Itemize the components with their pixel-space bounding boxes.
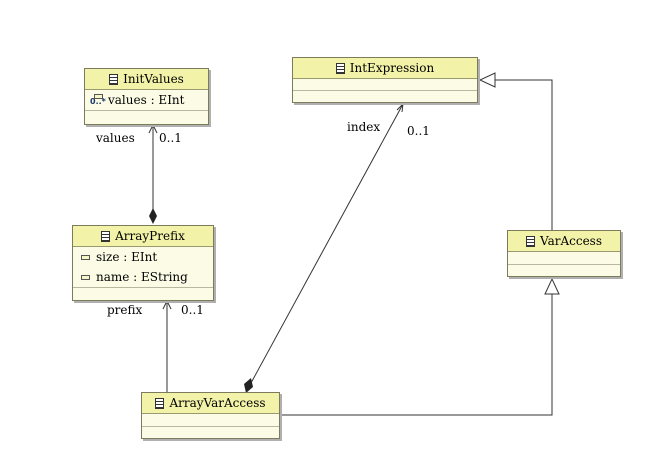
class-name: IntExpression xyxy=(349,61,435,75)
class-name: ArrayPrefix xyxy=(115,229,185,243)
attributes-section xyxy=(142,414,279,427)
class-intexpression[interactable]: IntExpression xyxy=(292,57,478,103)
attribute-label: size : EInt xyxy=(96,250,158,264)
operations-section xyxy=(508,265,620,277)
class-header: ArrayPrefix xyxy=(73,226,213,247)
class-header: InitValues xyxy=(85,69,208,90)
class-initvalues[interactable]: InitValues 0..* values : EInt xyxy=(84,68,209,125)
class-icon xyxy=(101,230,111,242)
arrayvaraccess-generalization-edge[interactable] xyxy=(280,277,560,416)
arrow-head-icon xyxy=(162,299,172,310)
prefix-multiplicity-label: 0..1 xyxy=(181,303,204,317)
values-role-label: values xyxy=(96,131,135,145)
varaccess-generalization-edge[interactable] xyxy=(478,72,553,230)
class-icon xyxy=(526,235,535,247)
class-name: VarAccess xyxy=(540,234,602,248)
attributes-section: 0..* values : EInt xyxy=(85,90,208,111)
class-header: IntExpression xyxy=(293,58,477,79)
composition-diamond-icon xyxy=(244,378,253,393)
attribute-label: name : EString xyxy=(96,270,188,284)
attribute-label: values : EInt xyxy=(108,93,185,107)
attribute-icon xyxy=(81,254,90,260)
inheritance-triangle-icon xyxy=(478,72,496,88)
class-icon xyxy=(335,62,345,74)
values-multiplicity-label: 0..1 xyxy=(159,131,182,145)
many-attribute-icon: 0..* xyxy=(90,94,106,106)
attribute-row[interactable]: name : EString xyxy=(73,267,213,287)
attributes-section: size : EInt name : EString xyxy=(73,247,213,288)
prefix-role-label: prefix xyxy=(107,303,143,317)
class-arrayvaraccess[interactable]: ArrayVarAccess xyxy=(141,392,280,439)
class-icon xyxy=(155,397,165,409)
index-reference-edge[interactable] xyxy=(244,102,404,393)
operations-section xyxy=(85,111,208,121)
class-icon xyxy=(109,73,119,85)
attributes-section xyxy=(508,252,620,265)
attribute-icon xyxy=(81,274,90,280)
class-name: InitValues xyxy=(123,72,184,86)
arrow-head-icon xyxy=(396,102,404,113)
operations-section xyxy=(293,91,477,102)
class-name: ArrayVarAccess xyxy=(169,396,266,410)
class-header: VarAccess xyxy=(508,231,620,252)
attribute-row[interactable]: 0..* values : EInt xyxy=(85,90,208,110)
index-multiplicity-label: 0..1 xyxy=(407,124,430,138)
operations-section xyxy=(73,288,213,298)
composition-diamond-icon xyxy=(149,208,157,224)
inheritance-triangle-icon xyxy=(544,277,560,295)
index-role-label: index xyxy=(347,120,381,134)
attribute-row[interactable]: size : EInt xyxy=(73,247,213,267)
operations-section xyxy=(142,427,279,439)
values-reference-edge[interactable] xyxy=(148,123,158,224)
class-header: ArrayVarAccess xyxy=(142,393,279,414)
arrow-head-icon xyxy=(148,123,158,134)
class-varaccess[interactable]: VarAccess xyxy=(507,230,621,277)
prefix-reference-edge[interactable] xyxy=(162,299,172,392)
attribute-multiplicity: 0..* xyxy=(90,97,106,106)
attributes-section xyxy=(293,79,477,91)
class-arrayprefix[interactable]: ArrayPrefix size : EInt name : EString xyxy=(72,225,214,301)
